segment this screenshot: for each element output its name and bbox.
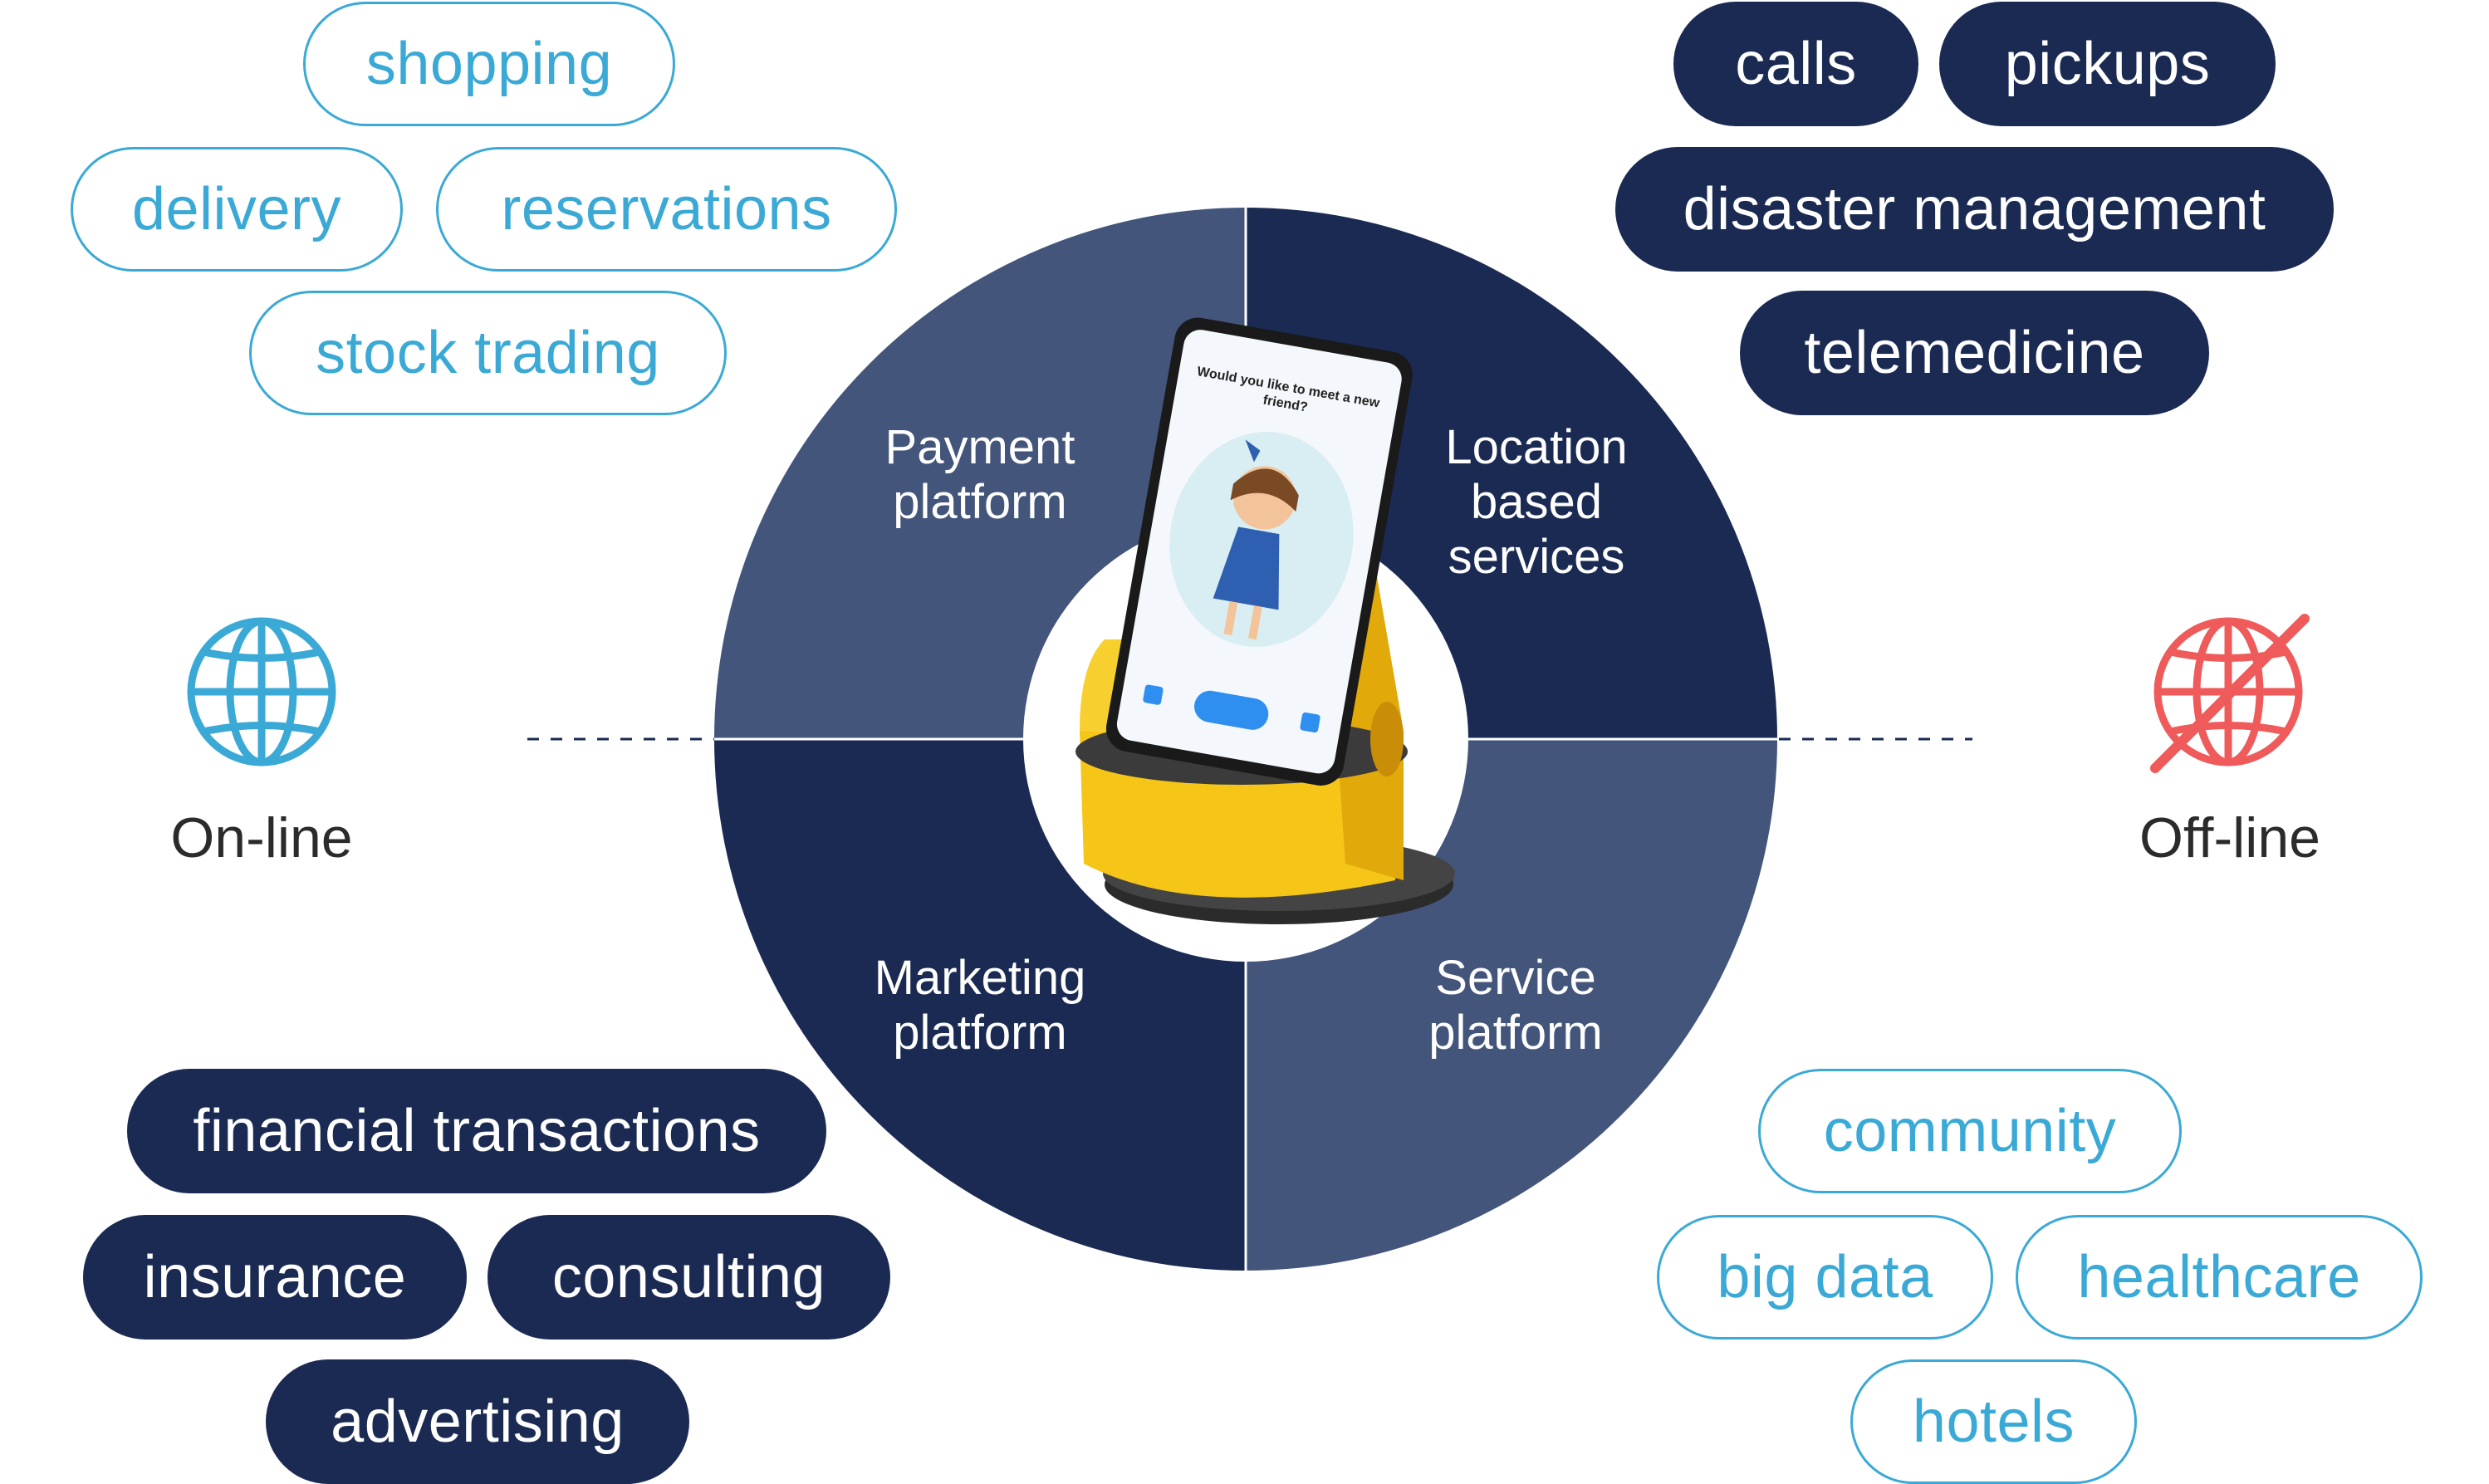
pill-stock-trading: stock trading (249, 291, 727, 415)
pill-reservations: reservations (436, 147, 897, 272)
pill-healthcare: healthcare (2016, 1215, 2423, 1340)
robot-device-icon: Would you like to meet a new friend? (1075, 317, 1455, 924)
label-payment-platform: Payment platform (884, 420, 1075, 529)
pill-shopping: shopping (303, 2, 675, 126)
pill-disaster-management: disaster management (1615, 147, 2334, 272)
pill-community: community (1758, 1069, 2182, 1193)
pill-delivery: delivery (71, 147, 403, 272)
label-location-based-services: Location based services (1445, 420, 1628, 584)
label-marketing-platform: Marketing platform (874, 951, 1086, 1060)
offline-label: Off-line (2139, 806, 2320, 869)
pill-advertising: advertising (266, 1359, 689, 1484)
pill-financial-transactions: financial transactions (127, 1069, 826, 1193)
label-service-platform: Service platform (1428, 951, 1603, 1060)
pill-pickups: pickups (1939, 2, 2276, 126)
globe-icon (187, 617, 336, 766)
globe-crossed-icon (2150, 614, 2310, 773)
pill-consulting: consulting (488, 1215, 890, 1340)
pill-calls: calls (1673, 2, 1918, 126)
pill-big-data: big data (1657, 1215, 1993, 1340)
pill-insurance: insurance (83, 1215, 467, 1340)
online-label: On-line (170, 806, 353, 869)
pill-telemedicine: telemedicine (1740, 291, 2209, 415)
